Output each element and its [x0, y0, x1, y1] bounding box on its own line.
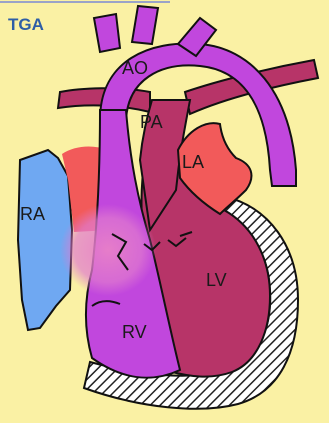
mixing-zone	[60, 204, 156, 296]
label-pa: PA	[140, 112, 163, 132]
label-lv: LV	[206, 270, 227, 290]
label-ao: AO	[122, 58, 148, 78]
label-ra: RA	[20, 204, 45, 224]
label-rv: RV	[122, 322, 147, 342]
label-la: LA	[182, 152, 204, 172]
diagram-title: TGA	[8, 15, 44, 34]
